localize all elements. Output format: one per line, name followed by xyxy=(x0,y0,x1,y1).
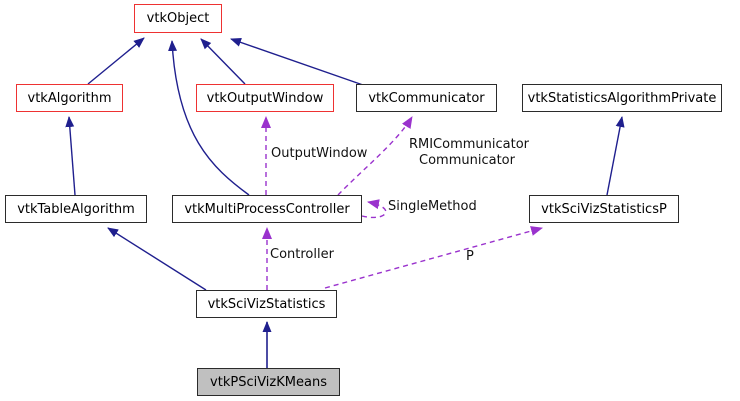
node-vtkMultiProcessController[interactable]: vtkMultiProcessController xyxy=(172,195,362,223)
edge-usage-communicator xyxy=(337,116,413,196)
node-vtkSciVizStatisticsP[interactable]: vtkSciVizStatisticsP xyxy=(529,195,679,223)
edge-inherit-vtkAlgorithm-vtkObject xyxy=(87,37,145,85)
node-vtkCommunicator[interactable]: vtkCommunicator xyxy=(356,84,497,112)
edge-label-p: P xyxy=(466,249,474,264)
edge-usage-singlemethod-selfloop xyxy=(361,199,387,219)
node-vtkOutputWindow[interactable]: vtkOutputWindow xyxy=(196,84,334,112)
edge-inherit-vtkOutputWindow-vtkObject xyxy=(200,38,246,85)
edge-usage-p xyxy=(324,226,543,289)
edge-inherit-vtkMultiProcessController-vtkObject xyxy=(168,40,250,196)
node-vtkPSciVizKMeans: vtkPSciVizKMeans xyxy=(197,368,340,396)
edge-inherit-vtkSciVizStatisticsP-vtkStatisticsAlgorithmPrivate xyxy=(606,116,625,196)
edge-inherit-vtkTableAlgorithm-vtkAlgorithm xyxy=(65,116,76,196)
node-vtkAlgorithm[interactable]: vtkAlgorithm xyxy=(16,84,123,112)
node-vtkTableAlgorithm[interactable]: vtkTableAlgorithm xyxy=(5,195,147,223)
edge-inherit-vtkCommunicator-vtkObject xyxy=(230,38,364,86)
edge-label-rmicommunicator: RMICommunicator xyxy=(408,137,530,152)
node-vtkStatisticsAlgorithmPrivate[interactable]: vtkStatisticsAlgorithmPrivate xyxy=(522,84,722,112)
edge-label-controller: Controller xyxy=(270,247,334,262)
edge-inherit-vtkSciVizStatistics-vtkTableAlgorithm xyxy=(107,227,207,291)
edge-label-singlemethod: SingleMethod xyxy=(388,199,477,214)
edge-label-communicator: Communicator xyxy=(419,153,515,168)
node-vtkObject[interactable]: vtkObject xyxy=(134,4,222,33)
node-vtkSciVizStatistics[interactable]: vtkSciVizStatistics xyxy=(196,290,337,318)
edge-label-outputwindow: OutputWindow xyxy=(271,146,368,161)
